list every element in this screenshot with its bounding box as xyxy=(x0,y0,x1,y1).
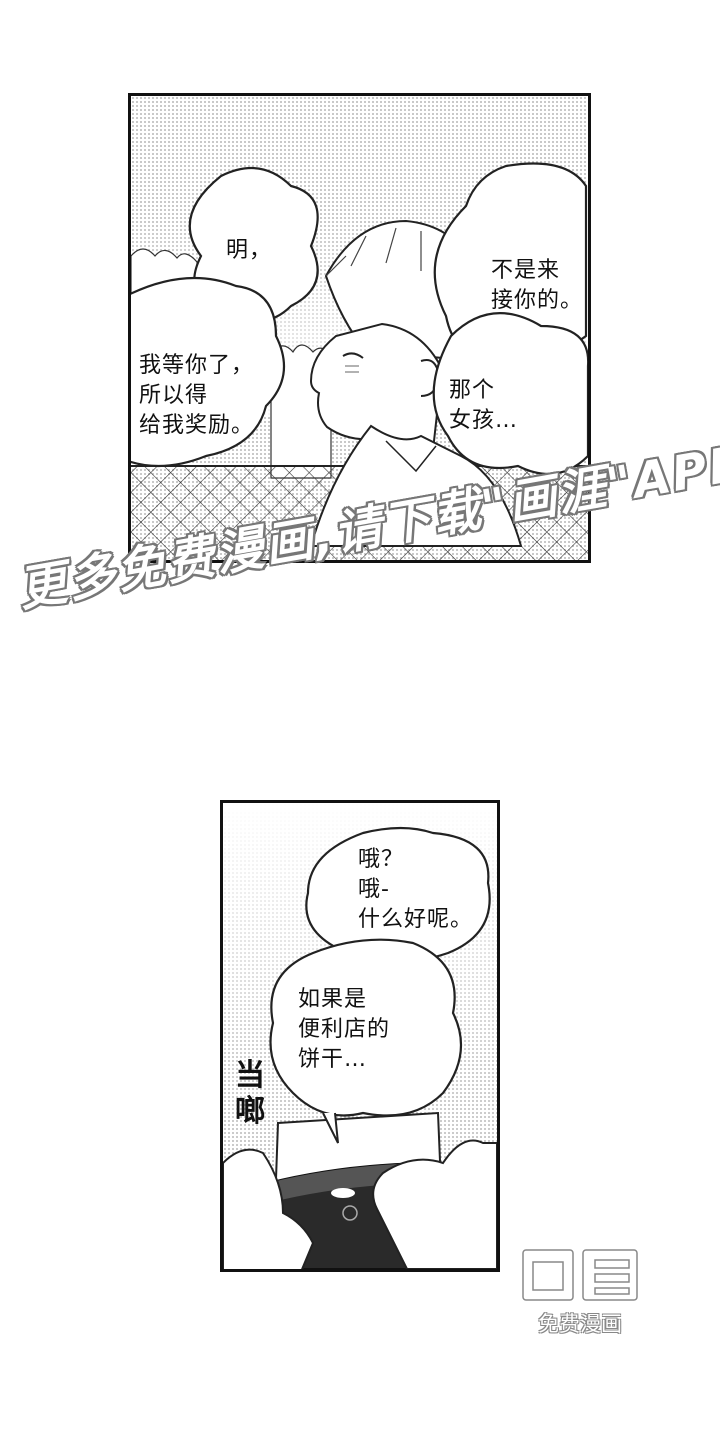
panel-1-artwork xyxy=(131,96,588,560)
logo-subtitle: 免费漫画 xyxy=(538,1312,622,1336)
speech-bubble-text: 如果是 便利店的 饼干… xyxy=(298,987,391,1072)
panel-2-artwork xyxy=(223,803,497,1269)
sound-effect-text: 当 啷 xyxy=(235,1058,265,1129)
comic-panel-1: 明， 我等你了， 所以得 给我奖励。 不是来 接你的。 那个 女孩… xyxy=(128,93,591,563)
comic-panel-2: 哦？ 哦- 什么好呢。 如果是 便利店的 饼干… 当 啷 xyxy=(220,800,500,1272)
logo-glyph-icon xyxy=(522,1249,638,1301)
speech-bubble-text: 不是来 接你的。 xyxy=(491,258,584,313)
speech-bubble-text: 那个 女孩… xyxy=(449,378,519,433)
speech-bubble-text: 我等你了， 所以得 给我奖励。 xyxy=(139,353,255,438)
speech-bubble-text: 哦？ 哦- 什么好呢。 xyxy=(358,847,474,932)
app-logo: 免费漫画 xyxy=(515,1240,645,1340)
speech-bubble-text: 明， xyxy=(226,238,273,263)
